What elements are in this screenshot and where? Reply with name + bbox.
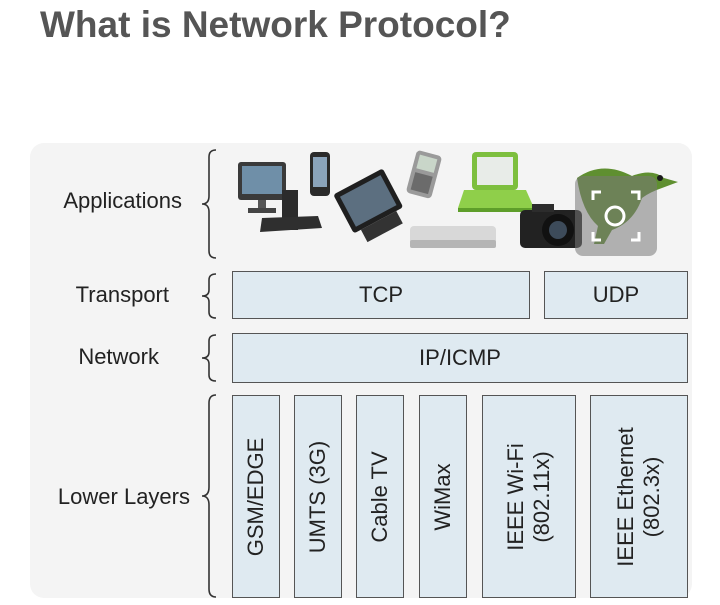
- page-title: What is Network Protocol?: [40, 4, 511, 45]
- brace-transport: [201, 273, 217, 319]
- network-box-ip-icmp: IP/ICMP: [232, 333, 688, 383]
- lower-layer-text: IEEE Wi-Fi(802.11x): [503, 442, 554, 551]
- lower-layer-text: Cable TV: [367, 450, 392, 543]
- layer-label-network: Network: [78, 344, 159, 369]
- lower-layer-text: WiMax: [430, 462, 455, 531]
- lower-layer-text: GSM/EDGE: [243, 437, 268, 556]
- lower-layer-text: IEEE Ethernet(802.3x): [613, 426, 664, 567]
- lower-layer-box-gsm-edge: GSM/EDGE: [232, 395, 280, 598]
- tablet-pc-icon: [334, 169, 403, 243]
- layer-label-transport: Transport: [75, 282, 169, 307]
- transport-box-tcp: TCP: [232, 271, 530, 319]
- brace-lower-layers: [201, 394, 217, 598]
- brace-network: [201, 334, 217, 382]
- lower-layer-box-umts: UMTS (3G): [294, 395, 342, 598]
- brace-applications: [201, 149, 217, 259]
- layer-label-applications: Applications: [63, 188, 182, 213]
- pda-icon: [406, 150, 442, 199]
- applications-illustration: [238, 150, 678, 248]
- lower-layer-text: UMTS (3G): [305, 440, 330, 553]
- mobile-phone-icon: [310, 152, 330, 196]
- lower-layer-box-wimax: WiMax: [419, 395, 467, 598]
- media-device-icon: [410, 226, 496, 248]
- desktop-computer-icon: [238, 162, 322, 232]
- transport-box-udp: UDP: [544, 271, 688, 319]
- lens-scan-icon: [591, 190, 641, 242]
- layer-label-lower-layers: Lower Layers: [57, 484, 190, 509]
- camera-icon: [520, 204, 582, 248]
- lower-layer-box-ethernet: IEEE Ethernet(802.3x): [590, 395, 688, 598]
- image-search-lens-overlay: [575, 176, 657, 256]
- lower-layer-box-cable-tv: Cable TV: [356, 395, 404, 598]
- laptop-icon: [458, 152, 534, 212]
- lower-layer-box-wifi: IEEE Wi-Fi(802.11x): [482, 395, 576, 598]
